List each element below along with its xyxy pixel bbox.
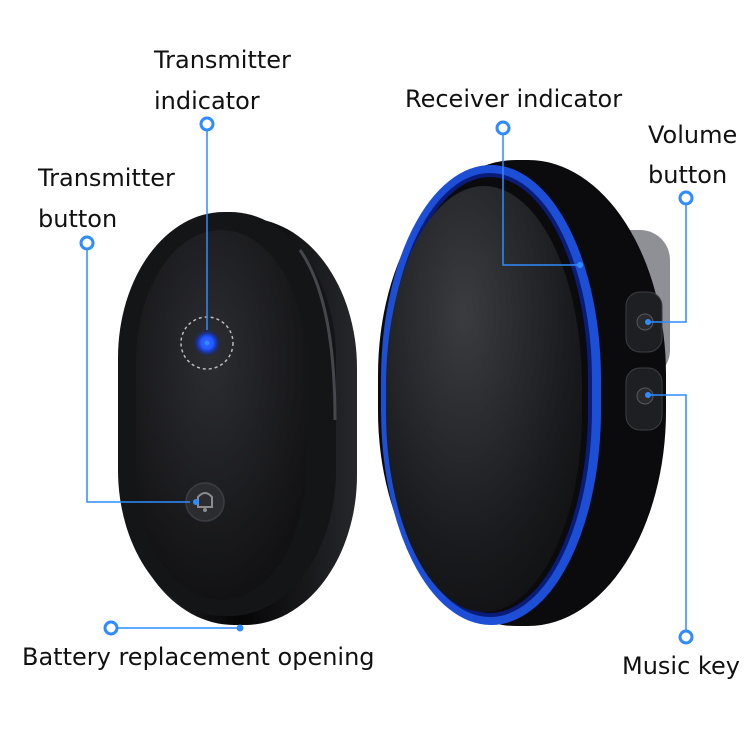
receiver-face bbox=[386, 186, 582, 612]
battery-opening-marker bbox=[103, 620, 119, 636]
callout-markers bbox=[79, 116, 694, 645]
transmitter bbox=[118, 212, 357, 625]
receiver bbox=[378, 160, 670, 626]
music-key-marker bbox=[678, 629, 694, 645]
transmitter-face bbox=[136, 230, 306, 600]
battery-opening-label: Battery replacement opening bbox=[22, 643, 375, 671]
transmitter-button-marker bbox=[79, 235, 95, 251]
transmitter-button-label-1: Transmitter bbox=[38, 164, 175, 192]
volume-button-label-1: Volume bbox=[648, 121, 738, 149]
transmitter-indicator-label-1: Transmitter bbox=[154, 46, 291, 74]
receiver-indicator-marker bbox=[495, 120, 511, 136]
volume-button-marker bbox=[678, 190, 694, 206]
transmitter-button-label-2: button bbox=[38, 205, 118, 233]
bell-icon bbox=[185, 482, 225, 522]
music-key-label: Music key bbox=[622, 652, 740, 680]
callout-lines bbox=[86, 128, 687, 636]
transmitter-indicator-marker bbox=[199, 116, 215, 132]
transmitter-indicator-label-2: indicator bbox=[154, 87, 260, 115]
receiver-indicator-label: Receiver indicator bbox=[405, 85, 623, 113]
volume-button-label-2: button bbox=[648, 161, 728, 189]
